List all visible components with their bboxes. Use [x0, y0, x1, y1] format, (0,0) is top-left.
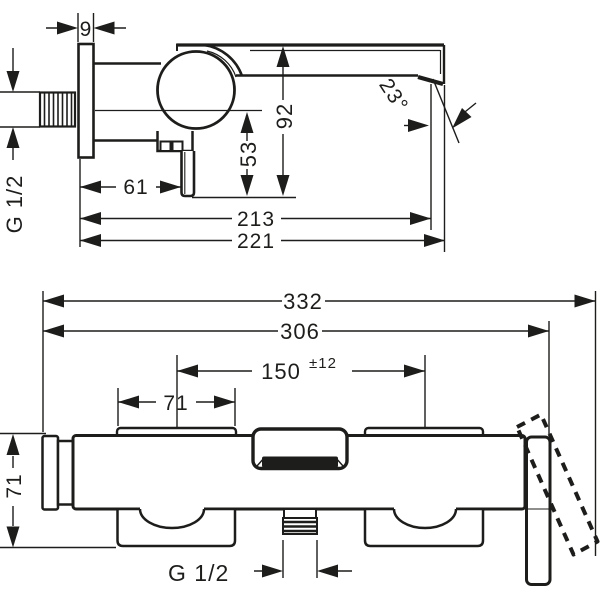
arrow-angle-left [408, 119, 429, 132]
arrow-71v-up [6, 434, 20, 455]
dim-escutcheon-width: 71 [163, 392, 188, 415]
dim-spout-height: 92 [272, 103, 297, 129]
dim-wall-to-spout-inner: 213 [237, 208, 275, 231]
arrow-92-up [276, 46, 290, 67]
dim-total-width: 332 [283, 289, 323, 314]
lower-left-block [116, 505, 237, 548]
dim-wall-to-spout-total: 221 [237, 230, 275, 253]
lever [156, 131, 196, 198]
arrow-306-left [43, 324, 64, 338]
dim-width-to-handle: 306 [280, 319, 320, 344]
dim-inlet-thread: G 1/2 [2, 175, 27, 234]
side-view: 9 G 1/2 92 53 61 213 221 23° [0, 13, 477, 253]
lower-right-block [363, 505, 485, 548]
arrow-53-up [240, 112, 254, 133]
dim-spray-angle: 23° [374, 75, 412, 117]
arrow-71-left [118, 395, 139, 409]
bottom-outlet [282, 508, 318, 535]
inlet-thread-stub [38, 91, 77, 128]
arrow-332-left [43, 294, 64, 308]
ext-lines-71 [117, 388, 236, 426]
dim-body-height: 71 [3, 473, 26, 498]
arrow-150-right [404, 364, 425, 378]
arrow-221-left [80, 234, 101, 247]
handle-alternate-dashed [515, 412, 600, 557]
ext-lines-outlet [282, 540, 318, 578]
arrow-outlet-right [317, 564, 338, 578]
spray-angle-line [432, 78, 460, 144]
cartridge-circle [156, 50, 236, 130]
handle [525, 435, 552, 586]
arrow-71-right [214, 395, 235, 409]
left-flange-step [56, 439, 75, 506]
arrow-outlet-left [262, 564, 283, 578]
wall-plate [77, 42, 95, 159]
arrow-inlet-up [6, 127, 20, 148]
arrow-213-right [410, 212, 431, 225]
ext-lines-inlet [0, 91, 40, 128]
arrow-150-left [177, 364, 198, 378]
arrow-9-right [93, 21, 115, 35]
dim-outlet-thread: G 1/2 [168, 560, 229, 586]
arrow-angle-right [452, 108, 472, 129]
aerator-tip [417, 74, 444, 87]
front-view: 332 306 150 ±12 71 71 G 1/2 [0, 289, 600, 586]
arrow-306-right [528, 324, 549, 338]
arrow-71v-down [6, 526, 20, 548]
center-housing [251, 427, 349, 471]
arrow-332-right [574, 294, 596, 308]
body-outline [93, 62, 161, 142]
center-housing-slot [262, 456, 338, 468]
dim-wall-to-lever: 61 [123, 176, 148, 199]
left-flange [41, 434, 60, 511]
arrow-61-right [160, 180, 181, 194]
arrow-inlet-down [6, 71, 20, 92]
arrow-221-right [424, 234, 445, 247]
dim-plate-thickness: 9 [80, 18, 93, 41]
dim-lever-height: 53 [236, 141, 261, 167]
arrow-53-down [240, 175, 254, 196]
dim-connection-distance: 150 [261, 359, 301, 384]
arrow-61-left [80, 180, 101, 194]
arrow-213-left [80, 212, 101, 225]
dim-connection-tolerance: ±12 [309, 355, 337, 372]
arrow-92-down [276, 175, 290, 196]
ext-lines-150 [176, 355, 426, 427]
ext-lines-71v [0, 432, 116, 549]
arrow-9-left [57, 21, 78, 35]
ext-lines-9 [77, 13, 95, 42]
spout [176, 43, 446, 87]
